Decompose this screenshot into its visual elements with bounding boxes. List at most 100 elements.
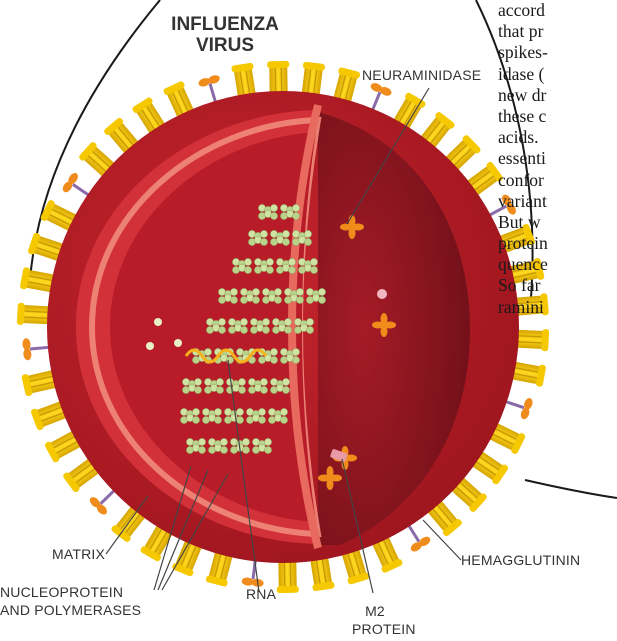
label-m2-protein: M2 PROTEIN	[352, 602, 398, 638]
article-text-fragment: accordthat prspikes-idase (new drthese c…	[498, 0, 617, 318]
nucleoprotein-bead	[260, 378, 267, 385]
nucleoprotein-bead	[214, 416, 221, 423]
nucleoprotein-bead	[194, 378, 201, 385]
nucleoprotein-bead	[258, 416, 265, 423]
nucleoprotein-bead	[244, 266, 251, 273]
nucleoprotein-bead	[242, 446, 249, 453]
label-nucleoprotein-line-2: AND POLYMERASES	[0, 601, 141, 619]
nucleoprotein-bead	[218, 318, 225, 325]
article-text-line: So far	[498, 275, 617, 296]
nucleoprotein-bead	[262, 318, 269, 325]
nucleoprotein-bead	[280, 416, 287, 423]
article-text-line: quence	[498, 254, 617, 275]
article-text-line: new dr	[498, 85, 617, 106]
nucleoprotein-bead	[306, 318, 313, 325]
nucleoprotein-bead	[266, 258, 273, 265]
article-text-line: ramini	[498, 297, 617, 318]
nucleoprotein-bead	[282, 378, 289, 385]
nucleoprotein-bead	[284, 326, 291, 333]
nucleoprotein-bead	[292, 356, 299, 363]
article-text-line: idase (	[498, 64, 617, 85]
nucleoprotein-bead	[318, 296, 325, 303]
nucleoprotein-bead	[274, 296, 281, 303]
nucleoprotein-bead	[220, 438, 227, 445]
nucleoprotein-bead	[216, 378, 223, 385]
nucleoprotein-bead	[274, 288, 281, 295]
nucleoprotein-bead	[260, 386, 267, 393]
nucleoprotein-bead	[204, 348, 211, 355]
article-text-line: protein	[498, 233, 617, 254]
nucleoprotein-bead	[194, 386, 201, 393]
nucleoprotein-bead	[252, 288, 259, 295]
nucleoprotein-bead	[226, 356, 233, 363]
nucleoprotein-bead	[198, 438, 205, 445]
article-text-line: variant	[498, 191, 617, 212]
label-m2-line-2: PROTEIN	[352, 620, 398, 638]
nucleoprotein-bead	[288, 258, 295, 265]
nucleoprotein-bead	[296, 288, 303, 295]
nucleoprotein-bead	[260, 238, 267, 245]
nucleoprotein-bead	[292, 204, 299, 211]
particle	[146, 342, 154, 350]
article-text-line: that pr	[498, 21, 617, 42]
nucleoprotein-bead	[282, 386, 289, 393]
nucleoprotein-bead	[318, 288, 325, 295]
nucleoprotein-bead	[262, 326, 269, 333]
article-text-line: But w	[498, 212, 617, 233]
nucleoprotein-bead	[264, 446, 271, 453]
article-text-line: essenti	[498, 148, 617, 169]
nucleoprotein-bead	[242, 438, 249, 445]
nucleoprotein-bead	[296, 296, 303, 303]
nucleoprotein-bead	[230, 288, 237, 295]
nucleoprotein-bead	[304, 230, 311, 237]
nucleoprotein-bead	[282, 238, 289, 245]
label-matrix: MATRIX	[52, 545, 105, 563]
article-text-line: confor	[498, 170, 617, 191]
nucleoprotein-bead	[192, 416, 199, 423]
nucleoprotein-bead	[216, 386, 223, 393]
nucleoprotein-bead	[260, 230, 267, 237]
label-nucleoprotein: NUCLEOPROTEIN AND POLYMERASES	[0, 583, 141, 619]
particle	[377, 289, 387, 299]
nucleoprotein-bead	[280, 408, 287, 415]
nucleoprotein-bead	[270, 212, 277, 219]
nucleoprotein-bead	[240, 318, 247, 325]
nucleoprotein-bead	[270, 356, 277, 363]
nucleoprotein-bead	[292, 212, 299, 219]
nucleoprotein-bead	[198, 446, 205, 453]
nucleoprotein-bead	[218, 326, 225, 333]
nucleoprotein-bead	[258, 408, 265, 415]
article-text-line: acids.	[498, 127, 617, 148]
title-line-1: INFLUENZA	[160, 14, 290, 35]
nucleoprotein-bead	[270, 204, 277, 211]
nucleoprotein-bead	[306, 326, 313, 333]
nucleoprotein-bead	[236, 408, 243, 415]
article-text-line: accord	[498, 0, 617, 21]
outline-arc-bottom	[525, 480, 617, 498]
label-neuraminidase: NEURAMINIDASE	[362, 66, 481, 84]
label-nucleoprotein-line-1: NUCLEOPROTEIN	[0, 583, 141, 601]
nucleoprotein-bead	[236, 416, 243, 423]
nucleoprotein-bead	[310, 258, 317, 265]
nucleoprotein-bead	[238, 378, 245, 385]
article-text-line: these c	[498, 106, 617, 127]
nucleoprotein-bead	[264, 438, 271, 445]
nucleoprotein-bead	[240, 326, 247, 333]
label-m2-line-1: M2	[352, 602, 398, 620]
particle	[174, 339, 182, 347]
nucleoprotein-bead	[238, 386, 245, 393]
nucleoprotein-bead	[192, 408, 199, 415]
nucleoprotein-bead	[288, 266, 295, 273]
nucleoprotein-bead	[270, 348, 277, 355]
nucleoprotein-bead	[266, 266, 273, 273]
particle	[154, 318, 162, 326]
title-line-2: VIRUS	[160, 35, 290, 56]
label-hemagglutinin: HEMAGGLUTININ	[461, 551, 580, 569]
nucleoprotein-bead	[220, 446, 227, 453]
nucleoprotein-bead	[214, 408, 221, 415]
article-text-line: spikes-	[498, 42, 617, 63]
label-rna: RNA	[246, 585, 276, 603]
nucleoprotein-bead	[292, 348, 299, 355]
nucleoprotein-bead	[252, 296, 259, 303]
nucleoprotein-bead	[230, 296, 237, 303]
